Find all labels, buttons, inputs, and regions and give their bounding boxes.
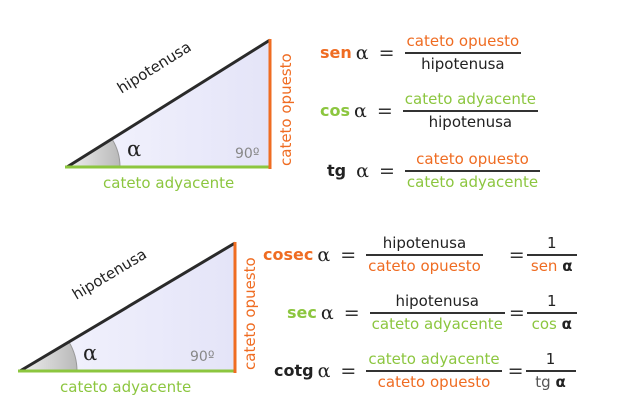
numerator-one: 1 (545, 350, 556, 368)
fraction: cateto adyacente hipotenusa (402, 90, 539, 131)
fraction: hipotenusa cateto opuesto (366, 234, 483, 275)
function-name-cotg: cotg (274, 361, 314, 380)
equals-sign: = (508, 301, 525, 324)
fraction-bar (402, 110, 539, 112)
recip-function-cos: cos (531, 315, 557, 333)
equals-sign: = (343, 301, 360, 324)
denominator: cateto adyacente (371, 315, 503, 333)
formula-sen: sen α = cateto opuesto hipotenusa (320, 32, 522, 73)
opposite-leg-label: cateto opuesto (277, 53, 295, 166)
fraction-bar (404, 52, 522, 54)
alpha-symbol: α (562, 257, 573, 275)
numerator: cateto opuesto (406, 32, 520, 50)
fraction-bar (404, 170, 541, 172)
angle-alpha-label: α (83, 341, 98, 365)
denominator: hipotenusa (421, 55, 505, 73)
denominator: cateto adyacente (406, 173, 539, 191)
denominator: tg α (533, 373, 568, 391)
hypotenuse-line (66, 38, 271, 169)
hypotenuse-line (19, 241, 236, 373)
reciprocal-fraction: 1 cos α (526, 292, 577, 333)
equals-sign: = (508, 243, 525, 266)
opposite-leg-label: cateto opuesto (241, 257, 259, 370)
alpha-symbol: α (355, 41, 369, 64)
denominator: cateto opuesto (377, 373, 491, 391)
reciprocal-fraction: 1 sen α (526, 234, 577, 275)
equals-sign: = (378, 41, 395, 64)
equals-sign: = (340, 359, 357, 382)
fraction: cateto adyacente cateto opuesto (366, 350, 502, 391)
denominator: cateto opuesto (368, 257, 481, 275)
adjacent-leg-label: cateto adyacente (60, 378, 192, 396)
right-angle-label: 90º (190, 349, 215, 365)
numerator: cateto adyacente (404, 90, 537, 108)
triangle-top (65, 38, 272, 169)
numerator: hipotenusa (382, 234, 467, 252)
alpha-symbol: α (317, 359, 331, 382)
function-name-cosec: cosec (263, 245, 314, 264)
fraction-bar (525, 370, 576, 372)
fraction-bar (366, 254, 483, 256)
function-name-sec: sec (287, 303, 317, 322)
numerator-one: 1 (547, 292, 557, 310)
recip-function-sen: sen (530, 257, 558, 275)
formula-cos: cos α = cateto adyacente hipotenusa (320, 90, 539, 131)
angle-alpha-label: α (127, 137, 142, 161)
formula-cosec: cosec α = hipotenusa cateto opuesto = 1 … (263, 234, 577, 275)
function-name-tg: tg (327, 161, 347, 180)
denominator: cos α (530, 315, 574, 333)
denominator: hipotenusa (428, 113, 513, 131)
fraction-bar (526, 254, 577, 256)
recip-function-tg: tg (535, 373, 551, 391)
equals-sign: = (340, 243, 357, 266)
reciprocal-fraction: 1 tg α (525, 350, 576, 391)
numerator: cateto adyacente (368, 350, 500, 368)
right-angle-label: 90º (235, 146, 260, 162)
fraction: hipotenusa cateto adyacente (369, 292, 505, 333)
fraction-bar (526, 312, 577, 314)
alpha-symbol: α (561, 315, 572, 333)
formula-cotg: cotg α = cateto adyacente cateto opuesto… (274, 350, 576, 391)
equals-sign: = (376, 99, 393, 122)
fraction: cateto opuesto cateto adyacente (404, 150, 541, 191)
numerator: hipotenusa (395, 292, 479, 310)
fraction-bar (369, 312, 505, 314)
alpha-symbol: α (356, 159, 369, 182)
fraction: cateto opuesto hipotenusa (404, 32, 522, 73)
alpha-symbol: α (320, 301, 334, 324)
alpha-symbol: α (354, 99, 367, 122)
formula-tg: tg α = cateto opuesto cateto adyacente (327, 150, 541, 191)
function-name-cos: cos (320, 101, 350, 120)
numerator: cateto opuesto (416, 150, 529, 168)
denominator: sen α (529, 257, 575, 275)
adjacent-leg-label: cateto adyacente (103, 174, 235, 192)
numerator-one: 1 (546, 234, 557, 252)
triangle-bottom (18, 241, 237, 373)
alpha-symbol: α (555, 373, 566, 391)
equals-sign: = (378, 159, 395, 182)
equals-sign: = (507, 359, 524, 382)
function-name-sen: sen (320, 43, 352, 62)
alpha-symbol: α (317, 243, 331, 266)
formula-sec: sec α = hipotenusa cateto adyacente = 1 … (287, 292, 577, 333)
fraction-bar (366, 370, 502, 372)
